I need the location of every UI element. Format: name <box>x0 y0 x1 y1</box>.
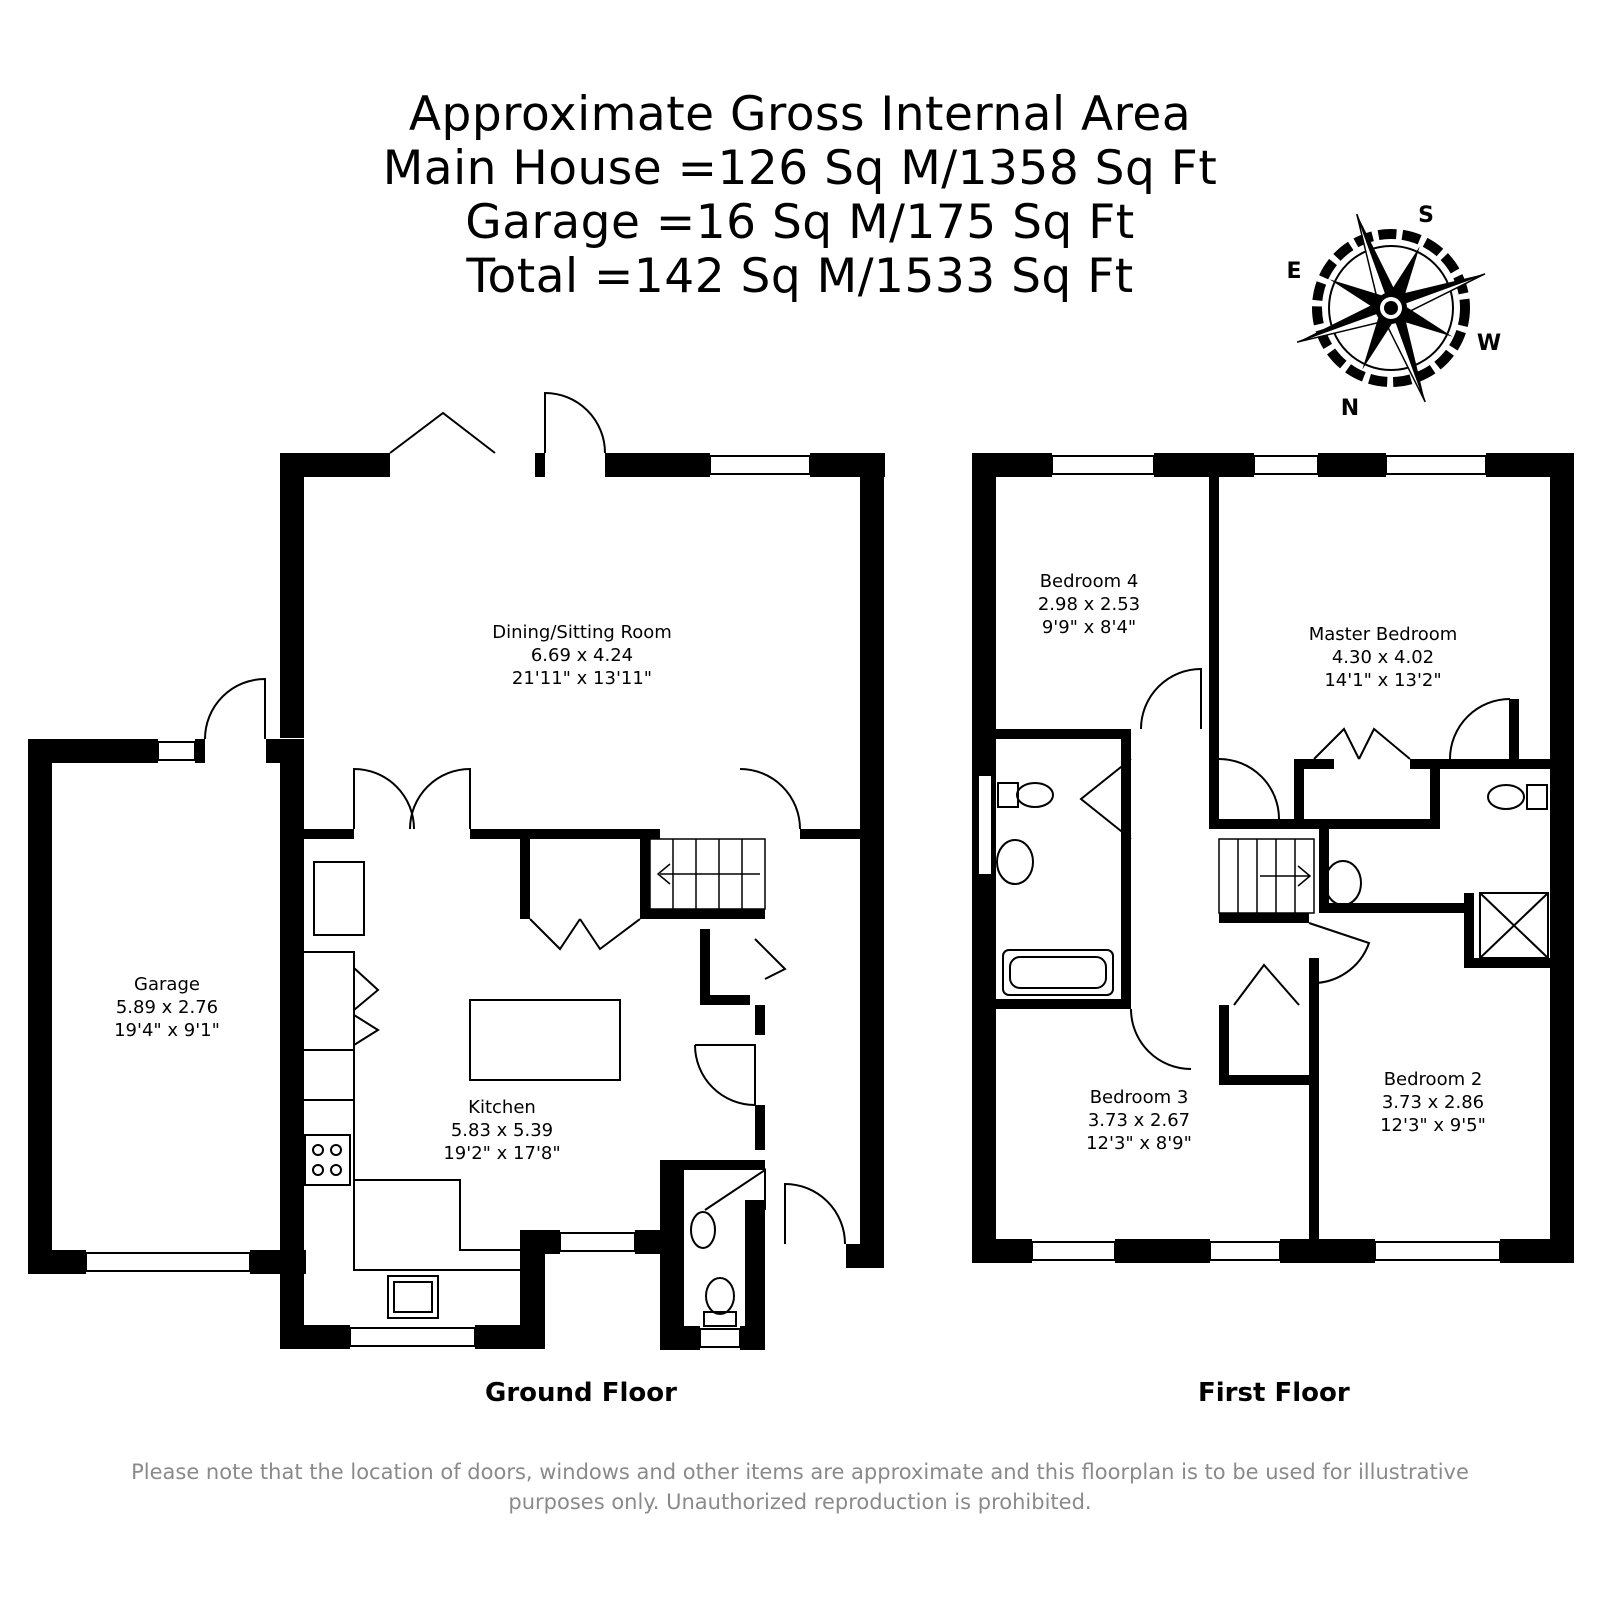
main-house-area: Main House =126 Sq M/1358 Sq Ft <box>382 141 1218 196</box>
total-area: Total =142 Sq M/1533 Sq Ft <box>466 249 1134 304</box>
area-summary: Approximate Gross Internal Area Main Hou… <box>300 88 1300 304</box>
room-name-bedroom-2: Bedroom 2 <box>1384 1069 1483 1090</box>
compass-south-label: S <box>1418 203 1434 228</box>
compass-east-label: E <box>1286 259 1301 284</box>
first-floor-doors <box>1079 667 1511 1070</box>
compass-rose-icon <box>1296 213 1486 403</box>
room-metric-bedroom-2: 3.73 x 2.86 <box>1382 1092 1484 1113</box>
room-imperial-dining-sitting: 21'11" x 13'11" <box>512 668 652 689</box>
first-floor-windows <box>977 455 1501 1261</box>
room-metric-master-bedroom: 4.30 x 4.02 <box>1332 647 1434 668</box>
first-floor-plan <box>972 453 1574 1263</box>
first-floor-stairs <box>1218 838 1315 914</box>
disclaimer: Please note that the location of doors, … <box>100 1457 1500 1517</box>
ground-floor-doors <box>204 391 846 1245</box>
room-metric-kitchen: 5.83 x 5.39 <box>451 1120 553 1141</box>
kitchen-fittings <box>304 861 737 1327</box>
room-metric-garage: 5.89 x 2.76 <box>116 997 218 1018</box>
compass-west-label: W <box>1477 331 1501 356</box>
room-name-bedroom-4: Bedroom 4 <box>1040 571 1139 592</box>
room-metric-dining-sitting: 6.69 x 4.24 <box>531 645 633 666</box>
area-title: Approximate Gross Internal Area <box>408 87 1192 142</box>
room-name-kitchen: Kitchen <box>468 1097 536 1118</box>
ground-floor-room-labels: Dining/Sitting Room 6.69 x 4.24 21'11" x… <box>114 622 672 1164</box>
first-floor-bathroom-fittings <box>996 782 1549 996</box>
ground-floor-label: Ground Floor <box>485 1378 677 1408</box>
ground-floor-windows <box>85 455 811 1348</box>
room-name-bedroom-3: Bedroom 3 <box>1090 1087 1189 1108</box>
room-imperial-bedroom-3: 12'3" x 8'9" <box>1086 1133 1192 1154</box>
room-name-garage: Garage <box>134 974 200 995</box>
room-metric-bedroom-4: 2.98 x 2.53 <box>1038 594 1140 615</box>
room-imperial-bedroom-4: 9'9" x 8'4" <box>1042 617 1136 638</box>
disclaimer-line-1: Please note that the location of doors, … <box>131 1460 1469 1484</box>
ground-floor-stairs <box>649 838 766 910</box>
room-metric-bedroom-3: 3.73 x 2.67 <box>1088 1110 1190 1131</box>
room-name-dining-sitting: Dining/Sitting Room <box>492 622 672 643</box>
room-imperial-garage: 19'4" x 9'1" <box>114 1020 220 1041</box>
room-name-master-bedroom: Master Bedroom <box>1309 624 1458 645</box>
compass-north-label: N <box>1341 396 1359 421</box>
room-imperial-kitchen: 19'2" x 17'8" <box>443 1143 560 1164</box>
room-imperial-master-bedroom: 14'1" x 13'2" <box>1324 670 1441 691</box>
first-floor-room-labels: Bedroom 4 2.98 x 2.53 9'9" x 8'4" Master… <box>1038 571 1486 1154</box>
disclaimer-line-2: purposes only. Unauthorized reproduction… <box>508 1490 1092 1514</box>
ground-floor-plan <box>28 453 885 1350</box>
room-imperial-bedroom-2: 12'3" x 9'5" <box>1380 1115 1486 1136</box>
garage-area: Garage =16 Sq M/175 Sq Ft <box>465 195 1135 250</box>
first-floor-label: First Floor <box>1198 1378 1350 1408</box>
